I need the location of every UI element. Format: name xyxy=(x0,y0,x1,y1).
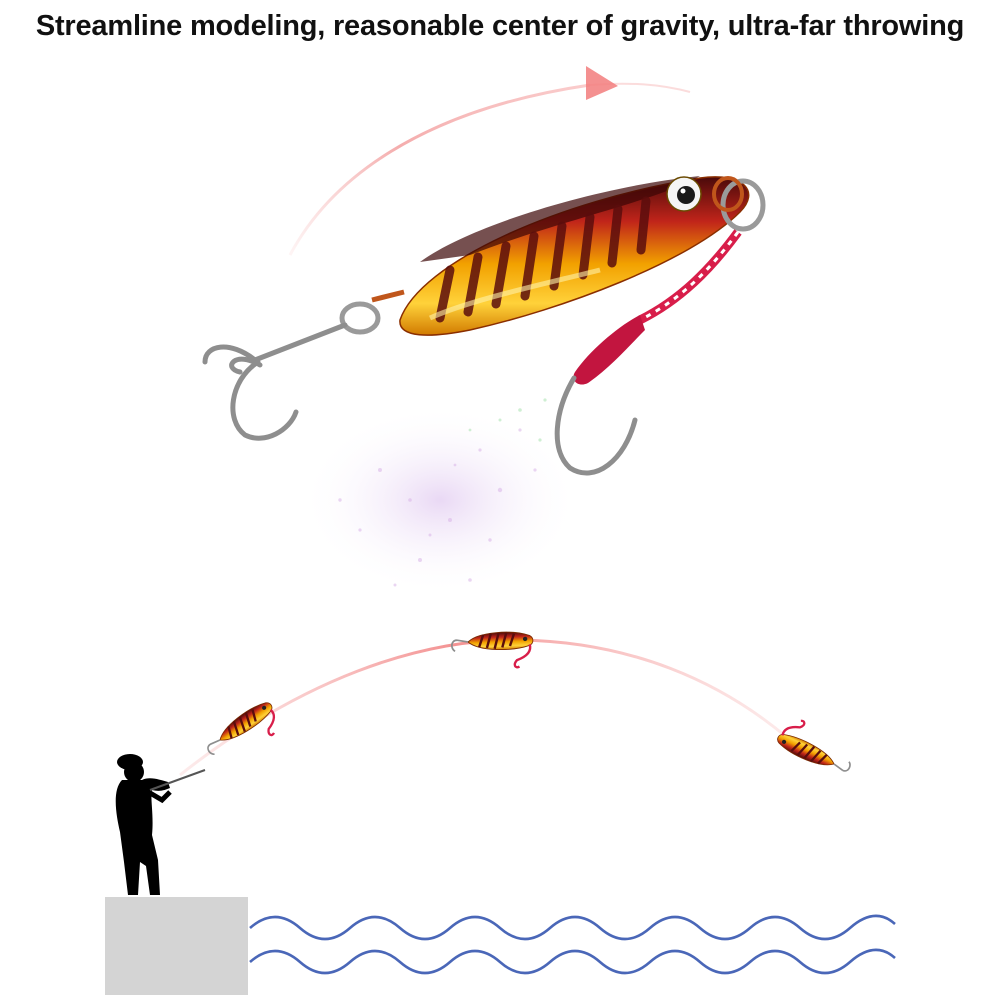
fishing-lure-icon xyxy=(339,176,766,336)
sparkle-spray xyxy=(300,398,580,595)
mini-lure-left xyxy=(201,696,287,772)
water-wave-icon xyxy=(249,914,896,975)
headline: Streamline modeling, reasonable center o… xyxy=(35,10,965,42)
mini-lure-top xyxy=(450,629,536,671)
pier-block xyxy=(105,897,248,995)
angler-silhouette-icon xyxy=(115,754,172,895)
trajectory-arrow-icon xyxy=(586,66,618,100)
treble-hook-icon xyxy=(202,322,348,441)
assist-hook-icon xyxy=(554,229,742,476)
mini-lure-right xyxy=(773,713,861,780)
fishing-rod xyxy=(149,769,206,791)
